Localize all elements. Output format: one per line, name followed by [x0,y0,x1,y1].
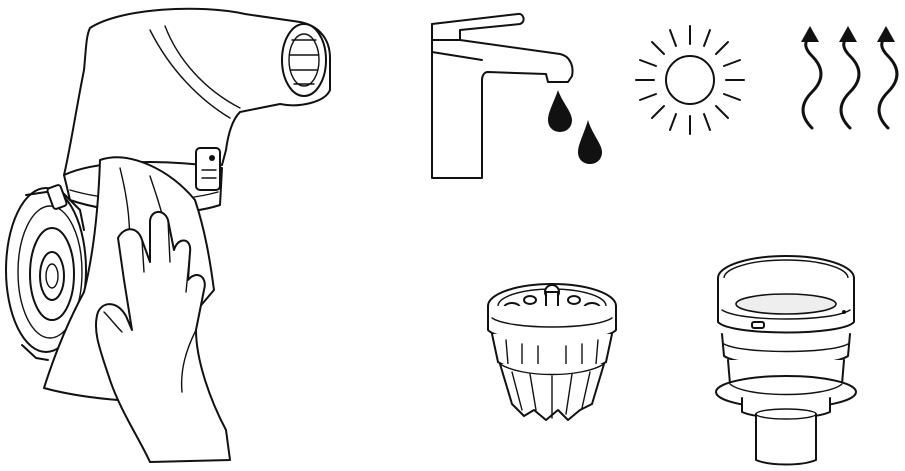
instruction-illustration [0,0,905,471]
bin-part-icon [0,0,905,471]
